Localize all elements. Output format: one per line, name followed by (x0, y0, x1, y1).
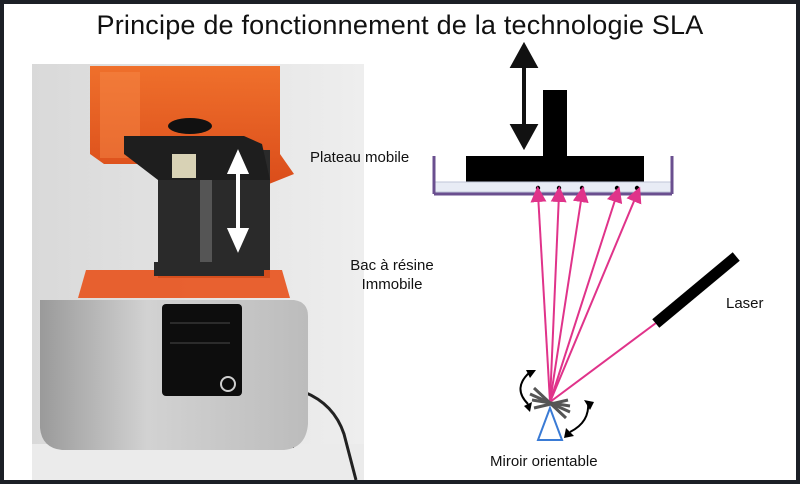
motion-arrow (226, 149, 250, 253)
front-window (162, 304, 242, 396)
vertical-arrow-icon (509, 41, 539, 151)
window-reflection (170, 322, 230, 324)
label-tank-line1: Bac à résine (350, 257, 434, 274)
rotation-arrowhead-2 (524, 402, 532, 412)
label-plateau-mobile: Plateau mobile (310, 149, 410, 166)
laser-beams (530, 186, 661, 403)
rotation-arrowhead-3 (584, 400, 594, 410)
rotation-arrowhead-4 (564, 428, 574, 438)
printer-photo (32, 64, 364, 480)
label-tank-line2: Immobile (361, 276, 423, 293)
window-reflection-2 (170, 342, 230, 344)
platform-plate (466, 156, 644, 184)
rotation-arrowhead-1 (526, 370, 536, 378)
z-column-rail (200, 160, 212, 276)
page-title: Principe de fonctionnement de la technol… (96, 10, 704, 40)
printed-part (172, 154, 196, 178)
resin-tank (78, 270, 290, 298)
platform-knob (168, 118, 212, 134)
platform-stem (543, 90, 567, 162)
tank-wiper (154, 262, 264, 276)
diagram-canvas: Principe de fonctionnement de la technol… (4, 4, 796, 480)
label-laser: Laser (726, 295, 764, 312)
power-cable (303, 390, 358, 480)
laser-emitter (652, 252, 740, 328)
sla-schematic (432, 41, 740, 441)
mirror-icon (529, 386, 571, 441)
label-bac-resine: Bac à résine Immobile (332, 256, 452, 294)
power-button (220, 376, 236, 392)
label-miroir: Miroir orientable (490, 453, 598, 470)
